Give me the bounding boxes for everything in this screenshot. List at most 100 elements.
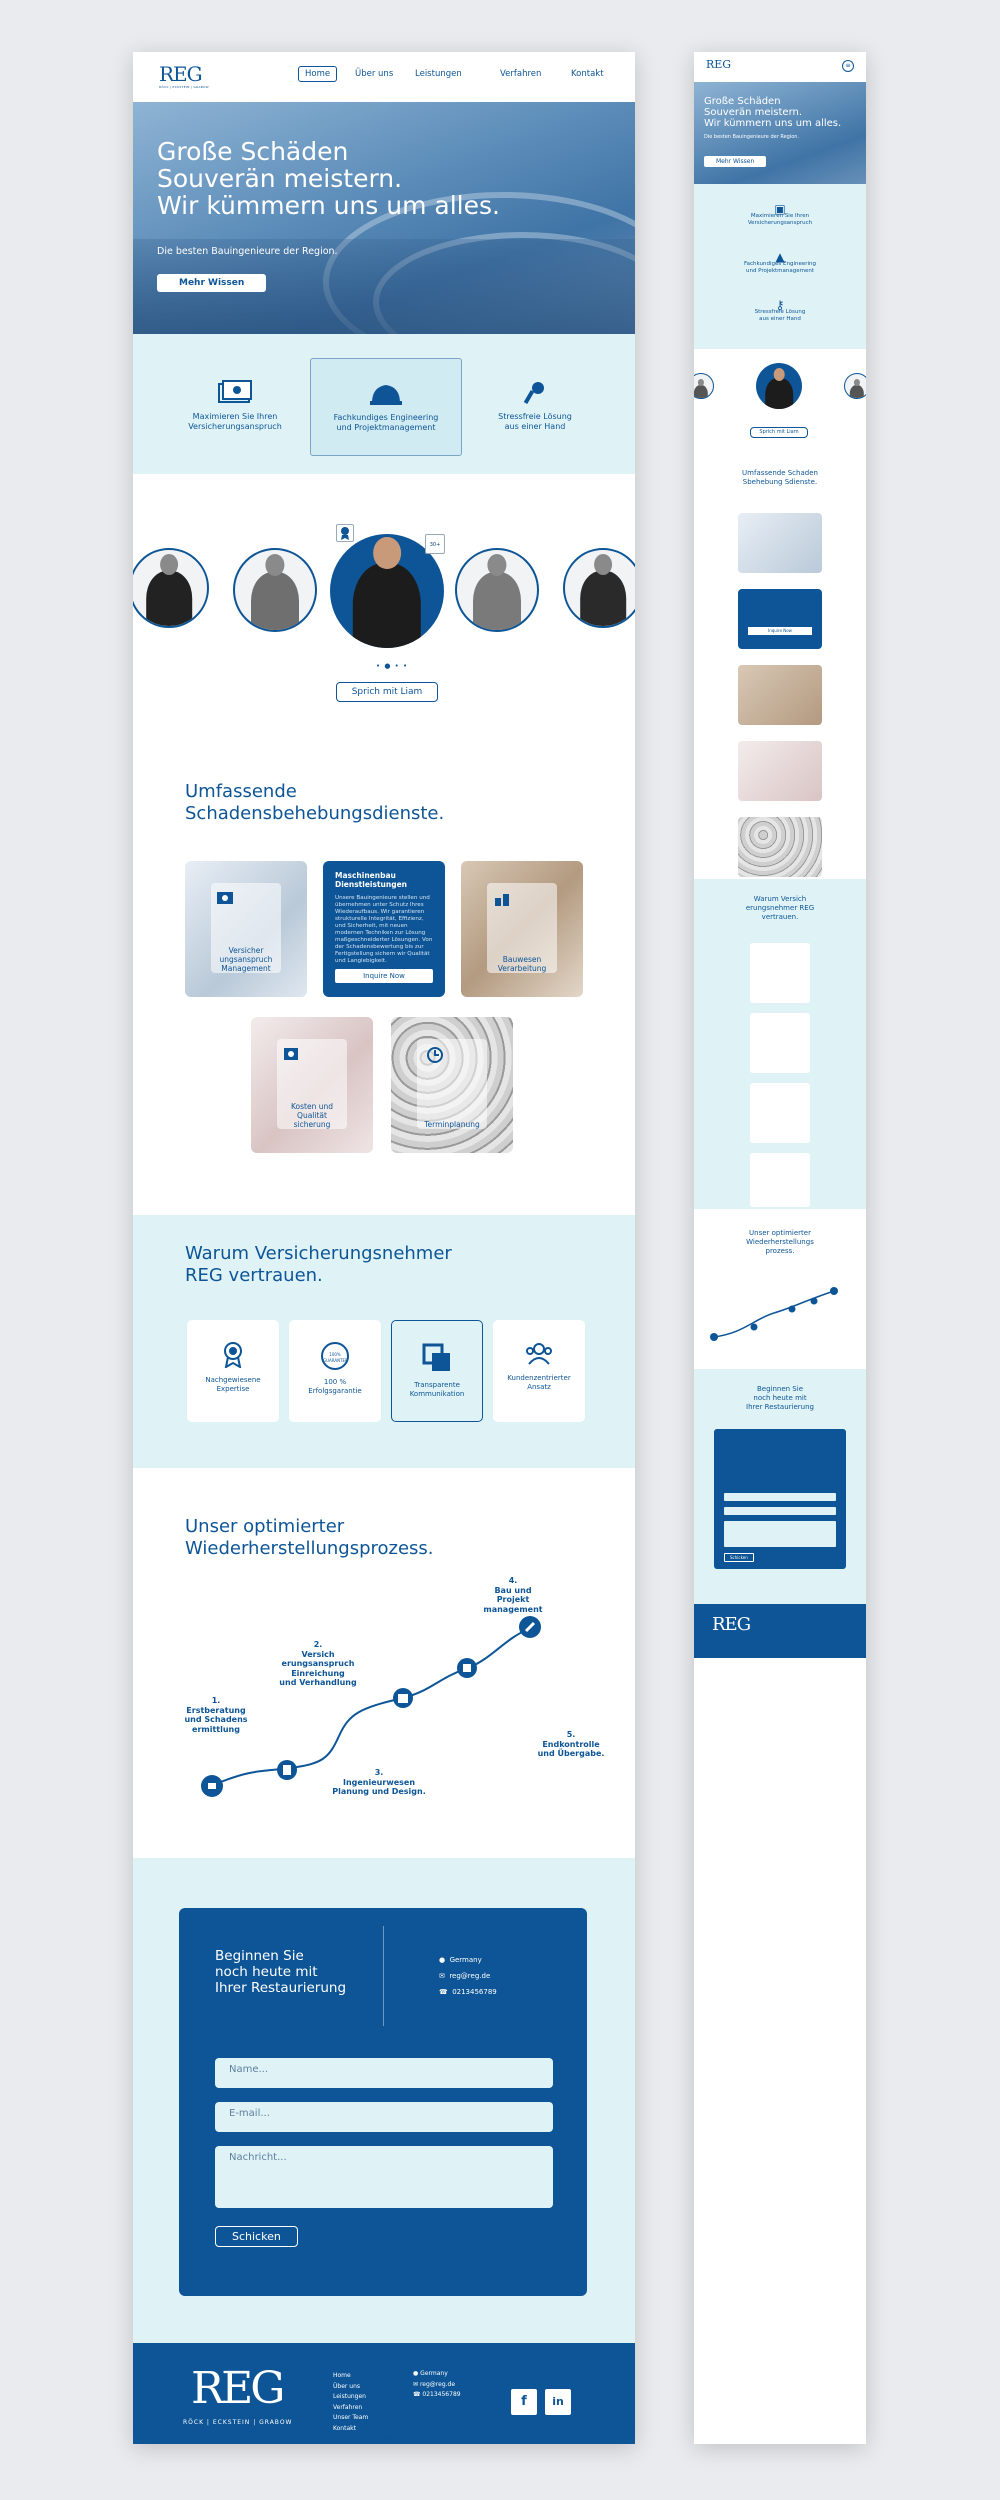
contact-email[interactable]: ✉ reg@reg.de (439, 1972, 491, 1980)
nav-home[interactable]: Home (298, 66, 338, 82)
step-4-node[interactable] (457, 1658, 477, 1678)
linkedin-icon[interactable]: in (545, 2389, 571, 2415)
footer-links: Home Über uns Leistungen Verfahren Unser… (333, 2371, 368, 2434)
mobile-team-member-2[interactable] (844, 373, 866, 399)
step-3-node[interactable] (393, 1688, 413, 1708)
mobile-why-card-guarantee[interactable] (750, 1013, 810, 1073)
more-info-button[interactable]: Mehr Wissen (157, 274, 267, 292)
footer-link-process[interactable]: Verfahren (333, 2403, 363, 2411)
send-button[interactable]: Schicken (215, 2226, 298, 2247)
award-icon (224, 1342, 242, 1368)
nav-about[interactable]: Über uns (355, 69, 394, 79)
hardhat-icon: ▲ (775, 250, 785, 264)
guarantee-badge-icon: 100% GUARANTEE (321, 1342, 349, 1370)
facebook-icon[interactable]: f (511, 2389, 537, 2415)
mobile-tile-scheduling[interactable] (738, 817, 822, 877)
mobile-team-member-1[interactable] (694, 373, 714, 399)
footer-link-services[interactable]: Leistungen (333, 2393, 366, 2400)
inquire-now-button[interactable]: Inquire Now (335, 969, 433, 983)
mobile-name-input[interactable] (724, 1493, 836, 1501)
talk-to-liam-button[interactable]: Sprich mit Liam (336, 682, 438, 702)
step-5-node[interactable] (519, 1616, 541, 1638)
mail-icon: ✉ (413, 2380, 419, 2388)
blocks-icon (495, 894, 509, 906)
footer-link-home[interactable]: Home (333, 2372, 351, 2379)
money-icon (217, 892, 233, 904)
mobile-hero-subtitle: Die besten Bauingenieure der Region. (704, 134, 800, 140)
step-2-node[interactable] (277, 1760, 297, 1780)
mobile-tile-cost-quality[interactable] (738, 741, 822, 801)
team-member-2[interactable] (233, 548, 317, 632)
team-member-4[interactable] (563, 548, 635, 628)
footer-logo[interactable]: REG (191, 2363, 285, 2414)
mobile-footer-logo[interactable]: REG (712, 1614, 751, 1635)
carousel-dots[interactable]: • ● • • (376, 662, 409, 670)
mobile-contact-form: Schicken (714, 1429, 846, 1569)
mobile-why-card-expertise[interactable] (750, 943, 810, 1003)
why-card-guarantee[interactable]: 100% GUARANTEE 100 %Erfolgsgarantie (289, 1320, 381, 1422)
email-input[interactable]: E-mail... (215, 2102, 553, 2132)
mobile-send-button[interactable]: Schicken (724, 1553, 754, 1562)
nav-process[interactable]: Verfahren (500, 69, 542, 79)
mobile-tile-construction[interactable] (738, 665, 822, 725)
phone-icon: ☎ (439, 1988, 448, 1996)
footer-link-team[interactable]: Unser Team (333, 2414, 369, 2421)
message-textarea[interactable]: Nachricht... (215, 2146, 553, 2208)
mobile-why-card-customer[interactable] (750, 1153, 810, 1207)
mobile-message-textarea[interactable] (724, 1521, 836, 1547)
mobile-talk-to-liam-button[interactable]: Sprich mit Liam (750, 427, 808, 438)
contact-phone[interactable]: ☎ 0213456789 (439, 1988, 497, 1996)
nav-services[interactable]: Leistungen (415, 69, 462, 79)
mobile-email-input[interactable] (724, 1507, 836, 1515)
phone-icon: ☎ (413, 2391, 421, 2398)
mobile-footer: REG (694, 1604, 866, 1658)
mobile-team-member-featured[interactable] (756, 363, 802, 409)
service-tile-scheduling[interactable]: Terminplanung (391, 1017, 513, 1153)
mobile-logo[interactable]: REG (706, 58, 732, 71)
footer-link-contact[interactable]: Kontakt (333, 2424, 356, 2432)
money-icon: ▣ (774, 202, 786, 216)
footer-link-about[interactable]: Über uns (333, 2382, 360, 2390)
step-1-node[interactable] (201, 1775, 223, 1797)
mobile-more-info-button[interactable]: Mehr Wissen (704, 156, 767, 167)
team-member-1[interactable] (133, 548, 209, 628)
mobile-tile-mechanical[interactable]: Inquire Now (738, 589, 822, 649)
key-icon: ⚷ (775, 298, 785, 312)
name-input[interactable]: Name... (215, 2058, 553, 2088)
mobile-why-card-transparency[interactable] (750, 1083, 810, 1143)
nav-contact[interactable]: Kontakt (571, 69, 604, 79)
menu-icon[interactable]: ≡ (842, 60, 854, 72)
mobile-tile-claims[interactable] (738, 513, 822, 573)
team-member-3[interactable] (455, 548, 539, 632)
money-icon (284, 1048, 298, 1060)
